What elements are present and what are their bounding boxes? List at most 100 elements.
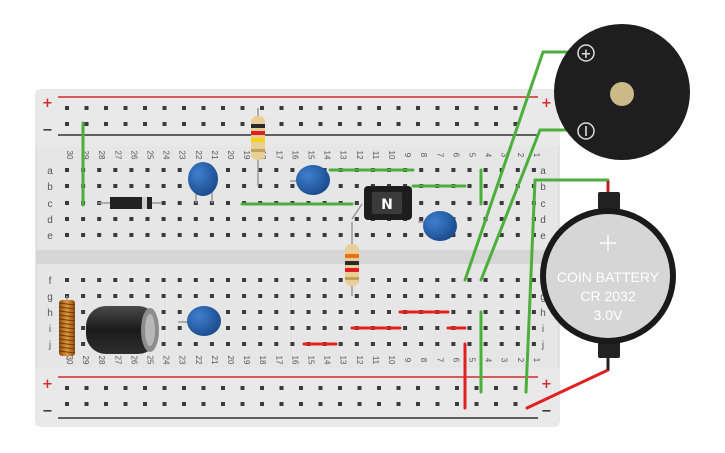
rail-hole[interactable] [435, 402, 440, 406]
rail-hole[interactable] [318, 122, 323, 126]
hole-b-30[interactable] [65, 184, 69, 188]
hole-f-9[interactable] [403, 278, 408, 282]
hole-g-7[interactable] [435, 294, 440, 298]
hole-j-23[interactable] [177, 342, 182, 346]
inductor-coil[interactable] [58, 296, 76, 360]
buzzer-minus-terminal[interactable] [577, 122, 595, 140]
rail-hole[interactable] [435, 122, 440, 126]
hole-a-8[interactable] [419, 168, 424, 172]
wire-green-to-buzzer-plus-1[interactable] [463, 50, 545, 282]
hole-j-1[interactable] [531, 342, 536, 346]
hole-h-6[interactable] [451, 310, 456, 314]
hole-g-14[interactable] [322, 294, 327, 298]
hole-f-24[interactable] [161, 278, 166, 282]
coin-battery-holder[interactable]: COIN BATTERY CR 2032 3.0V [540, 181, 676, 370]
capacitor-4[interactable] [178, 306, 221, 336]
rail-hole[interactable] [123, 106, 128, 110]
hole-f-20[interactable] [226, 278, 230, 282]
rail-hole[interactable] [201, 386, 206, 390]
hole-j-10[interactable] [387, 342, 391, 346]
resistor-middle[interactable] [345, 222, 359, 296]
hole-d-18[interactable] [258, 217, 263, 221]
rail-hole[interactable] [396, 122, 401, 126]
rail-hole[interactable] [162, 402, 167, 406]
rail-hole[interactable] [474, 122, 479, 126]
rail-hole[interactable] [162, 106, 167, 110]
hole-g-8[interactable] [419, 294, 424, 298]
rail-hole[interactable] [474, 106, 479, 110]
rail-hole[interactable] [396, 386, 401, 390]
rail-hole[interactable] [494, 122, 498, 126]
hole-i-16[interactable] [290, 326, 295, 330]
hole-g-27[interactable] [113, 294, 118, 298]
rail-hole[interactable] [201, 122, 206, 126]
hole-d-24[interactable] [161, 217, 166, 221]
hole-h-18[interactable] [258, 310, 263, 314]
hole-e-15[interactable] [306, 233, 311, 237]
hole-h-20[interactable] [226, 310, 230, 314]
hole-b-19[interactable] [242, 184, 247, 188]
hole-a-2[interactable] [515, 168, 520, 172]
hole-e-29[interactable] [81, 233, 86, 237]
hole-g-6[interactable] [451, 294, 456, 298]
hole-h-23[interactable] [177, 310, 182, 314]
rail-hole[interactable] [299, 106, 303, 110]
hole-f-7[interactable] [435, 278, 440, 282]
rail-hole[interactable] [104, 106, 108, 110]
hole-j-20[interactable] [226, 342, 230, 346]
rail-hole[interactable] [455, 122, 459, 126]
hole-f-26[interactable] [129, 278, 134, 282]
hole-i-2[interactable] [515, 326, 520, 330]
hole-a-17[interactable] [274, 168, 279, 172]
hole-h-3[interactable] [499, 310, 504, 314]
rail-hole[interactable] [240, 402, 245, 406]
rail-hole[interactable] [416, 122, 420, 126]
hole-b-26[interactable] [129, 184, 134, 188]
hole-b-18[interactable] [258, 184, 263, 188]
rail-hole[interactable] [221, 122, 225, 126]
hole-f-10[interactable] [387, 278, 391, 282]
rail-hole[interactable] [279, 106, 284, 110]
hole-f-21[interactable] [209, 278, 214, 282]
hole-j-6[interactable] [451, 342, 456, 346]
hole-c-23[interactable] [177, 201, 182, 205]
hole-e-3[interactable] [499, 233, 504, 237]
hole-f-5[interactable] [467, 278, 472, 282]
hole-g-29[interactable] [81, 294, 86, 298]
red-wires[interactable] [302, 310, 610, 410]
hole-e-25[interactable] [145, 233, 150, 237]
rail-hole[interactable] [279, 402, 284, 406]
hole-b-20[interactable] [226, 184, 230, 188]
hole-j-7[interactable] [435, 342, 440, 346]
rail-hole[interactable] [416, 386, 420, 390]
hole-f-22[interactable] [193, 278, 198, 282]
hole-e-4[interactable] [483, 233, 488, 237]
hole-d-29[interactable] [81, 217, 86, 221]
rail-hole[interactable] [377, 122, 381, 126]
diode-body[interactable] [110, 197, 152, 209]
hole-d-26[interactable] [129, 217, 134, 221]
hole-a-23[interactable] [177, 168, 182, 172]
hole-d-23[interactable] [177, 217, 182, 221]
hole-d-25[interactable] [145, 217, 150, 221]
hole-f-11[interactable] [370, 278, 375, 282]
hole-e-9[interactable] [403, 233, 408, 237]
hole-a-7[interactable] [435, 168, 440, 172]
rail-hole[interactable] [240, 106, 245, 110]
hole-e-26[interactable] [129, 233, 134, 237]
rail-hole[interactable] [455, 106, 459, 110]
hole-d-28[interactable] [97, 217, 102, 221]
hole-c-6[interactable] [451, 201, 456, 205]
capacitor-1-body[interactable] [188, 162, 218, 196]
hole-f-19[interactable] [242, 278, 247, 282]
hole-a-24[interactable] [161, 168, 166, 172]
hole-i-8[interactable] [419, 326, 424, 330]
hole-i-5[interactable] [467, 326, 472, 330]
rail-hole[interactable] [279, 386, 284, 390]
rail-hole[interactable] [123, 386, 128, 390]
rail-hole[interactable] [260, 402, 264, 406]
rail-hole[interactable] [260, 386, 264, 390]
hole-h-17[interactable] [274, 310, 279, 314]
rail-hole[interactable] [65, 402, 69, 406]
hole-g-18[interactable] [258, 294, 263, 298]
